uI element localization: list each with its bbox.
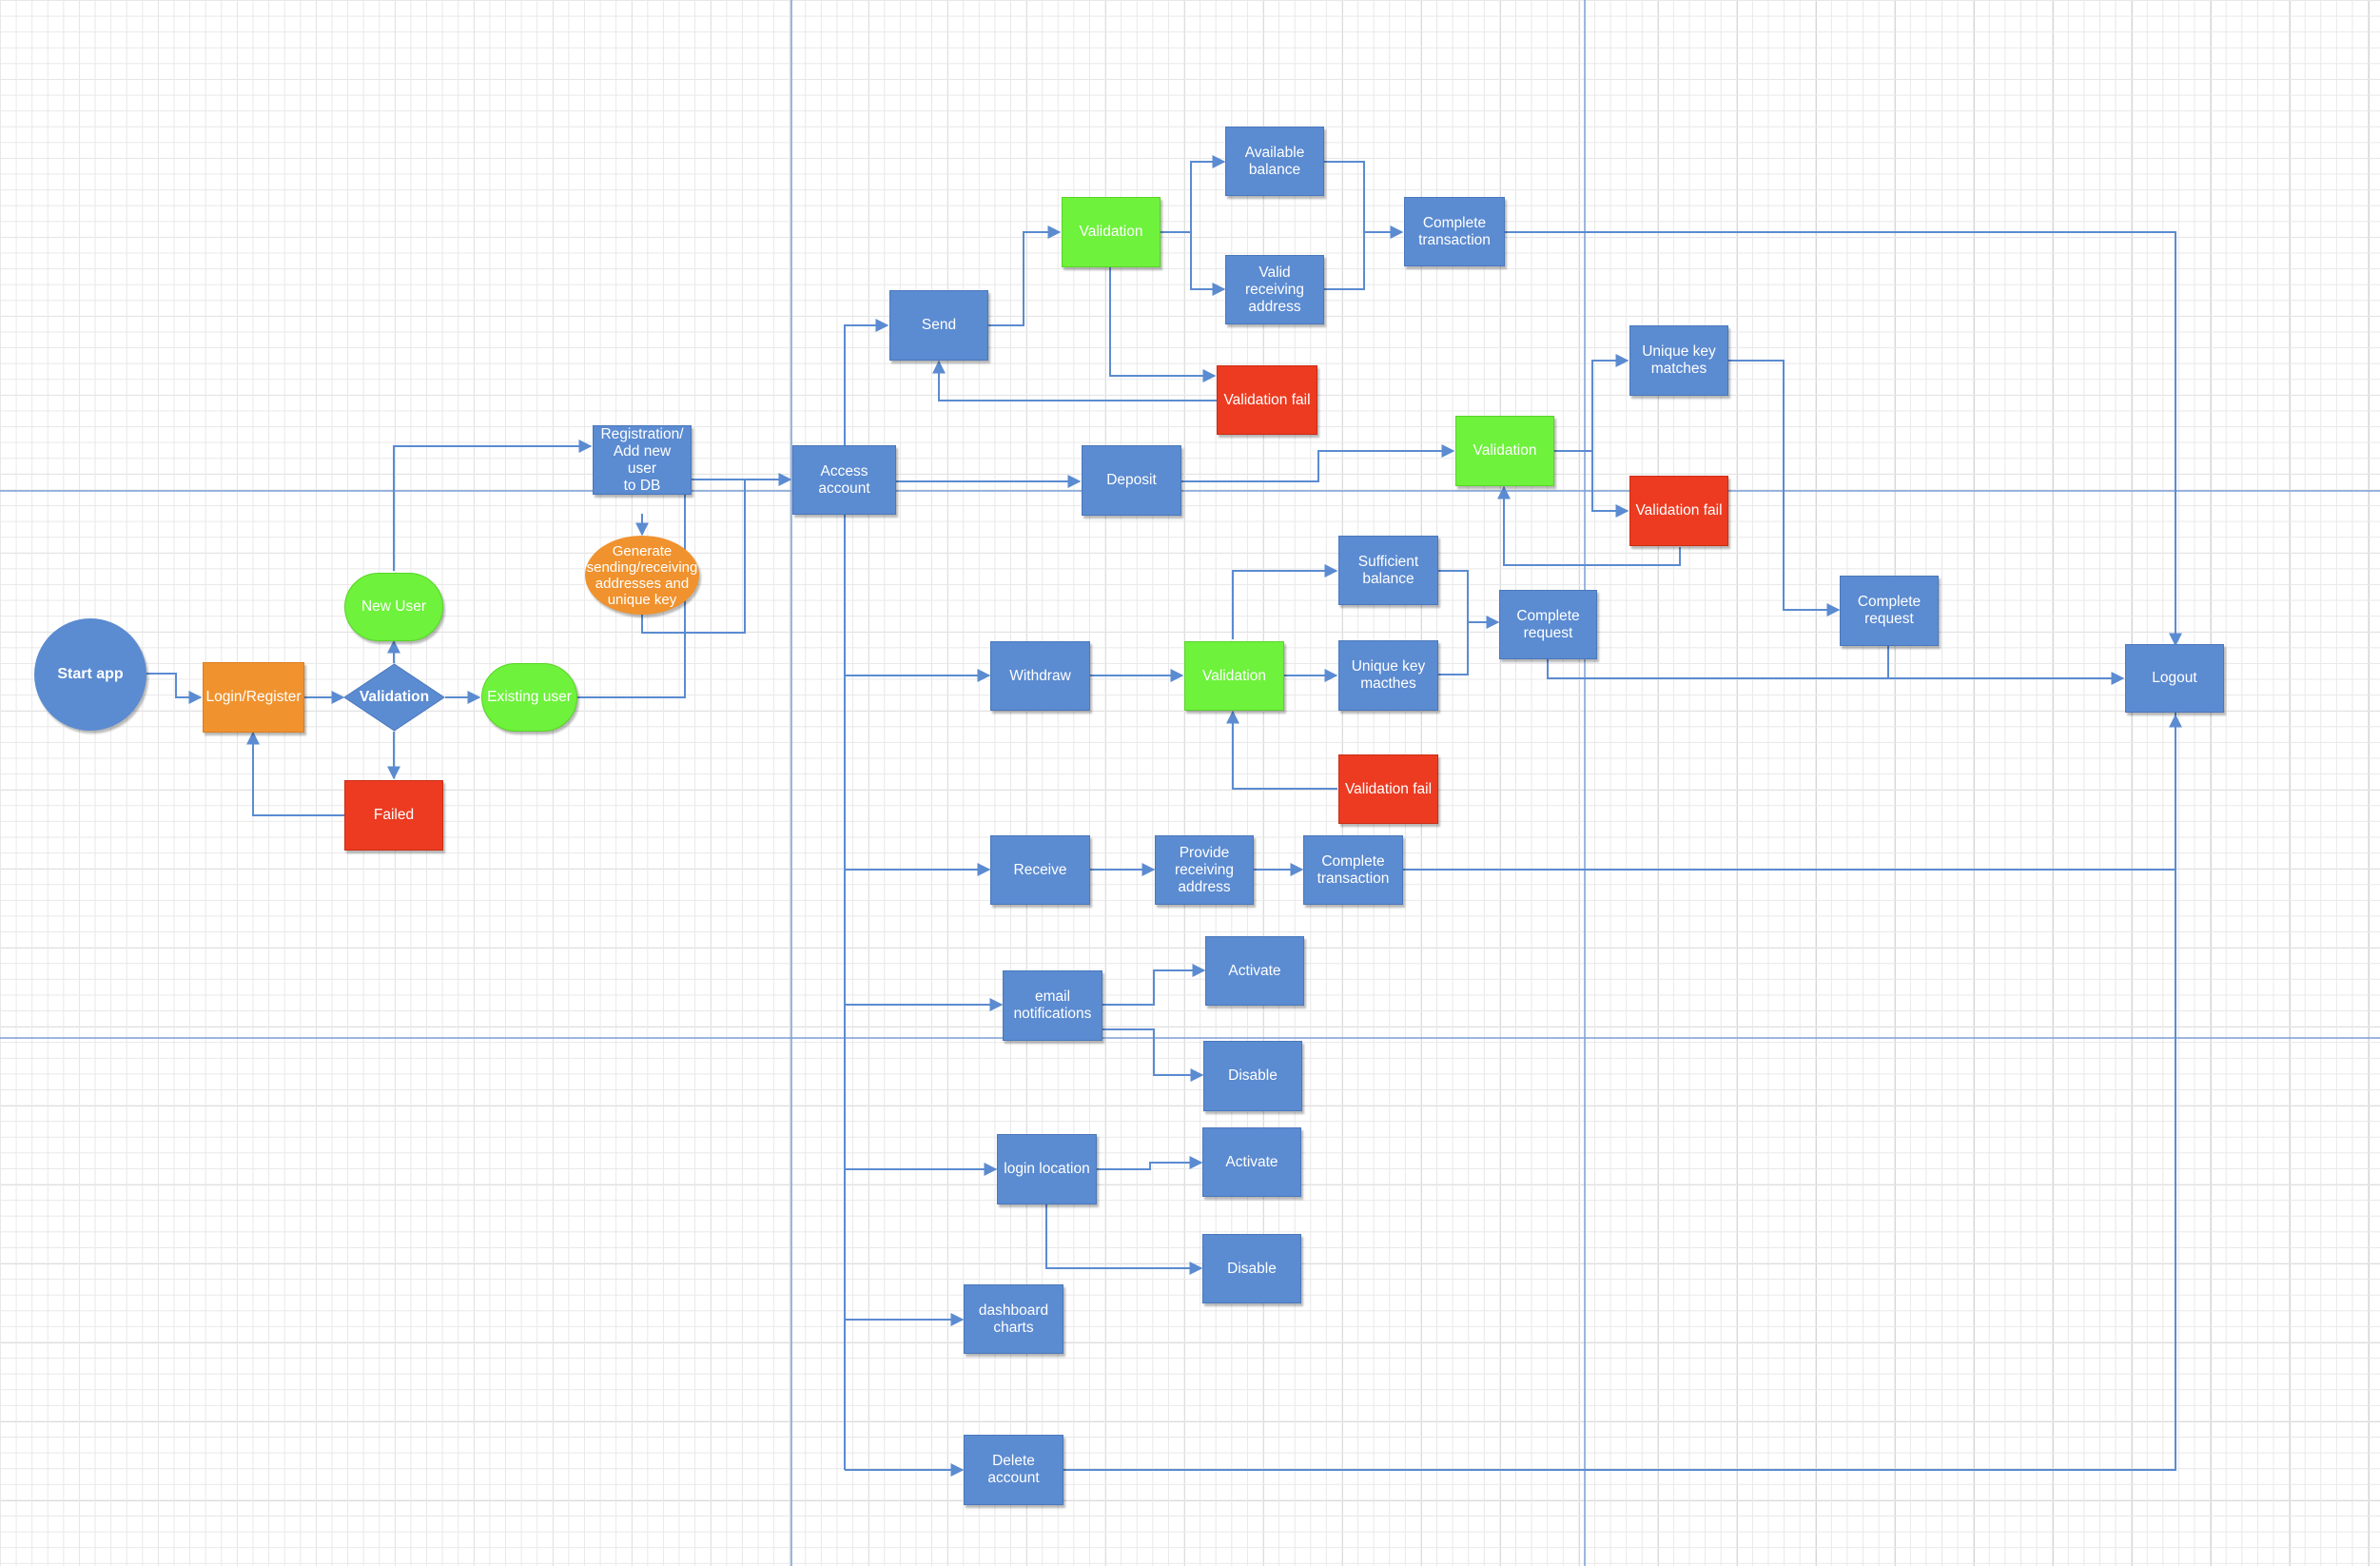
complete-request-withdraw-node[interactable]: Complete request (1499, 590, 1597, 659)
activate-email-node[interactable]: Activate (1205, 936, 1304, 1006)
email-notifications-node[interactable]: email notifications (1003, 970, 1102, 1041)
generate-keys-node[interactable]: Generate sending/receiving addresses and… (585, 536, 699, 615)
complete-transaction-send-node[interactable]: Complete transaction (1404, 197, 1505, 266)
dashboard-charts-node[interactable]: dashboard charts (964, 1284, 1063, 1354)
new-user-node[interactable]: New User (344, 573, 443, 641)
disable-email-node[interactable]: Disable (1203, 1041, 1302, 1111)
deposit-node[interactable]: Deposit (1082, 445, 1181, 516)
provide-receiving-address-node[interactable]: Provide receiving address (1155, 835, 1254, 905)
disable-location-node[interactable]: Disable (1202, 1234, 1301, 1303)
validation-send-node[interactable]: Validation (1062, 197, 1161, 267)
logout-node[interactable]: Logout (2125, 644, 2224, 713)
validation-fail-deposit-node[interactable]: Validation fail (1629, 476, 1728, 546)
flow-connectors (146, 155, 2182, 1477)
complete-request-deposit-node[interactable]: Complete request (1840, 576, 1939, 646)
validation-fail-send-node[interactable]: Validation fail (1217, 365, 1317, 435)
withdraw-node[interactable]: Withdraw (990, 641, 1090, 711)
sufficient-balance-node[interactable]: Sufficient balance (1338, 536, 1438, 605)
start-app-node[interactable]: Start app (34, 618, 146, 731)
registration-node[interactable]: Registration/ Add new user to DB (593, 425, 692, 495)
validation-deposit-node[interactable]: Validation (1455, 416, 1554, 486)
available-balance-node[interactable]: Available balance (1225, 127, 1324, 196)
existing-user-node[interactable]: Existing user (481, 663, 577, 732)
login-location-node[interactable]: login location (997, 1134, 1097, 1204)
login-register-node[interactable]: Login/Register (203, 662, 304, 733)
validation-withdraw-node[interactable]: Validation (1184, 641, 1284, 711)
valid-receiving-address-node[interactable]: Valid receiving address (1225, 255, 1324, 324)
unique-key-macthes-node[interactable]: Unique key macthes (1338, 640, 1438, 711)
validation-login-label: Validation (359, 689, 430, 705)
access-account-node[interactable]: Access account (792, 445, 896, 515)
failed-node[interactable]: Failed (344, 780, 443, 851)
validation-fail-withdraw-node[interactable]: Validation fail (1338, 754, 1438, 824)
receive-node[interactable]: Receive (990, 835, 1090, 905)
complete-transaction-receive-node[interactable]: Complete transaction (1303, 835, 1403, 905)
diamond-shape (343, 663, 445, 732)
activate-location-node[interactable]: Activate (1202, 1127, 1301, 1197)
delete-account-node[interactable]: Delete account (964, 1435, 1063, 1505)
validation-login-diamond[interactable]: Validation (343, 663, 445, 732)
unique-key-matches-node[interactable]: Unique key matches (1629, 325, 1728, 396)
send-node[interactable]: Send (889, 290, 988, 361)
